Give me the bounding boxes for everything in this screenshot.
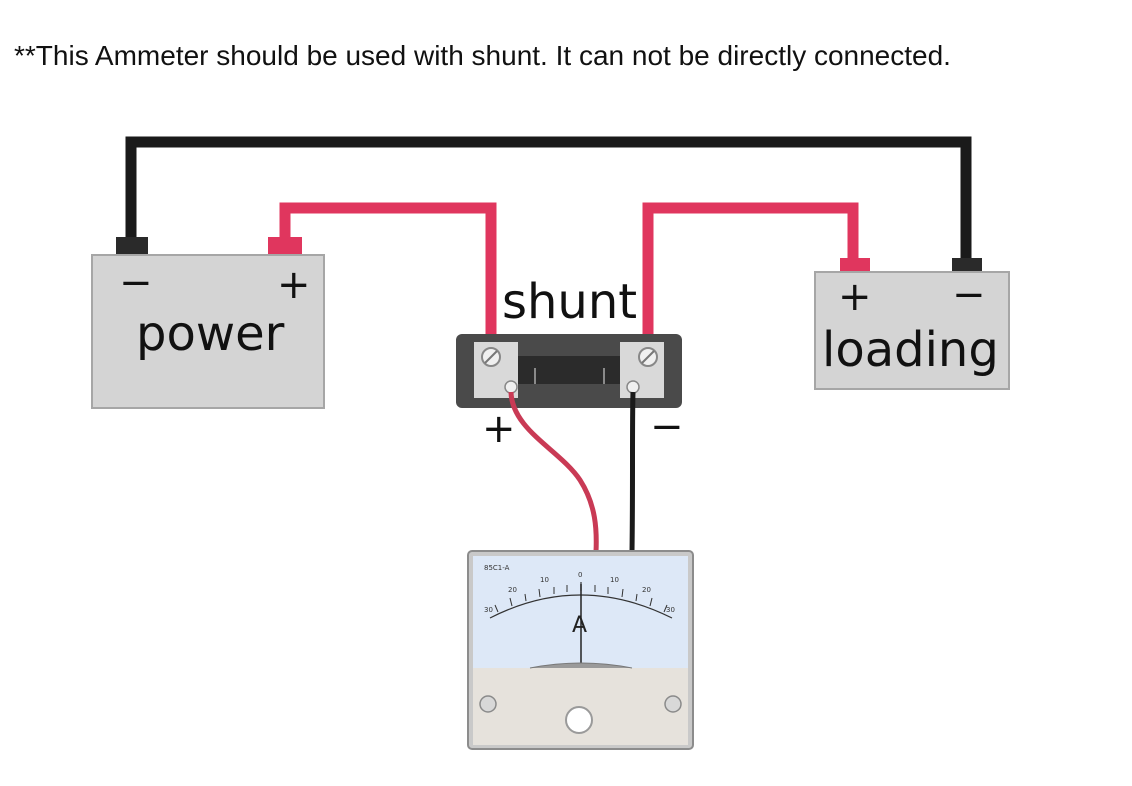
ammeter-left-mount-screw-icon [479, 695, 497, 713]
loading-label: loading [822, 322, 999, 378]
load: + − loading [814, 258, 1010, 390]
loading-negative-terminal [952, 258, 982, 274]
red-meter-lead [508, 391, 599, 553]
power-negative-sign: − [119, 260, 153, 306]
power-source: − + power [91, 237, 325, 409]
scale-tick-label: 10 [540, 576, 549, 584]
scale-tick-label: 20 [642, 586, 651, 594]
red-wire-power-to-shunt [279, 202, 497, 348]
ammeter-unit-symbol: A [572, 613, 587, 638]
ammeter: 85C1-A 30 20 10 0 10 [467, 550, 694, 750]
shunt-left-sense-screw-icon [504, 380, 518, 394]
loading-positive-terminal [840, 258, 870, 274]
shunt-negative-sign: − [650, 404, 684, 450]
scale-tick-label: 20 [508, 586, 517, 594]
loading-positive-sign: + [838, 274, 872, 320]
power-negative-terminal [116, 237, 148, 259]
power-positive-sign: + [277, 262, 311, 308]
scale-tick-label: 30 [484, 606, 493, 614]
scale-tick-label: 30 [666, 606, 675, 614]
shunt-right-sense-screw-icon [626, 380, 640, 394]
black-meter-lead [629, 391, 636, 553]
ammeter-zero-adjust-icon [565, 706, 593, 734]
shunt-positive-sign: + [482, 406, 516, 452]
ammeter-right-mount-screw-icon [664, 695, 682, 713]
shunt-label: shunt [502, 274, 637, 330]
power-box [91, 254, 325, 409]
shunt: shunt + − [456, 274, 684, 452]
loading-box [814, 271, 1010, 390]
black-wire-top [125, 136, 972, 262]
ammeter-scale-ticks [494, 582, 668, 613]
ammeter-model: 85C1-A [484, 564, 510, 572]
loading-negative-sign: − [952, 272, 986, 318]
power-label: power [136, 306, 285, 362]
scale-tick-label: 10 [610, 576, 619, 584]
power-positive-terminal [268, 237, 302, 259]
scale-tick-label: 0 [578, 571, 582, 579]
warning-note: **This Ammeter should be used with shunt… [14, 40, 951, 71]
red-wire-shunt-to-loading [642, 202, 859, 348]
